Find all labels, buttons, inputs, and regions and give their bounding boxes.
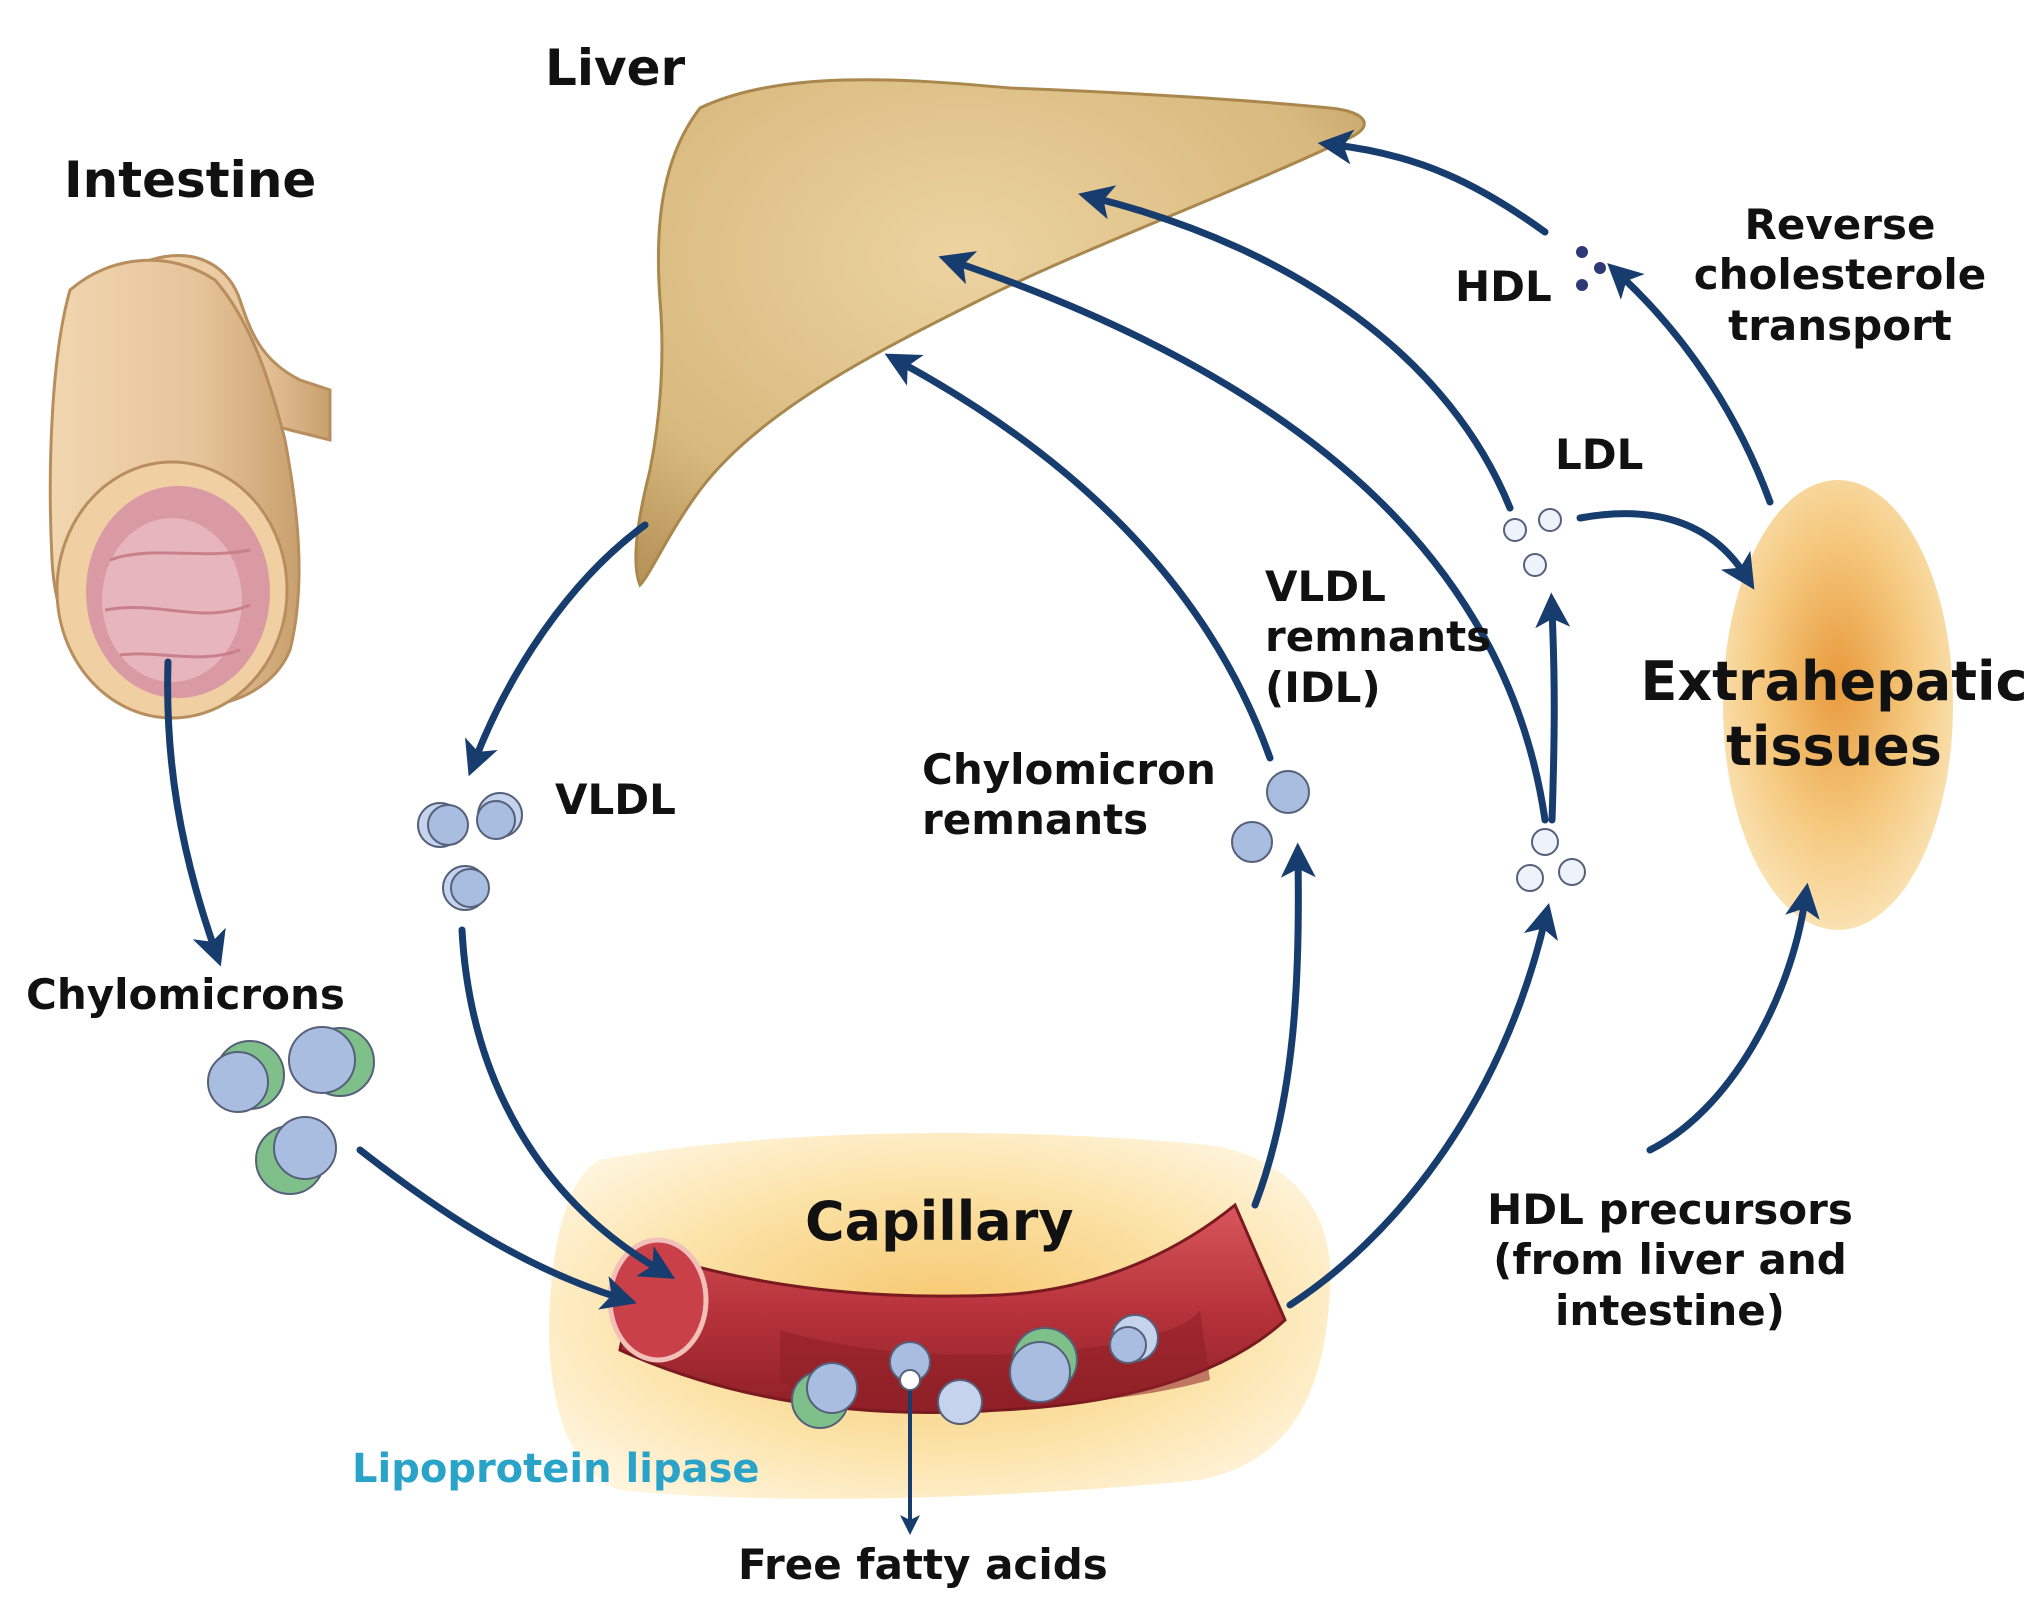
ldl-label: LDL bbox=[1555, 430, 1644, 479]
chylomicron-remnant-particles bbox=[1231, 770, 1310, 863]
arrow-capillary-to-idl bbox=[1286, 902, 1558, 1309]
pathway-arrows bbox=[164, 129, 1820, 1535]
arrow-liver-to-vldl bbox=[465, 521, 649, 777]
reverse-transport-label: Reverse cholesterole transport bbox=[1680, 200, 2000, 351]
extrahepatic-line-1: Extrahepatic bbox=[1640, 650, 2028, 713]
arrow-chylomicron-remnants-to-liver bbox=[884, 353, 1274, 762]
chylomicron-remnants-line-1: Chylomicron bbox=[922, 745, 1216, 794]
intestine-organ bbox=[48, 254, 332, 720]
liver-label: Liver bbox=[545, 39, 686, 97]
capillary-particles bbox=[791, 1314, 1159, 1429]
hdl-label: HDL bbox=[1455, 262, 1552, 311]
idl-particles bbox=[1516, 828, 1586, 892]
extrahepatic-tissue bbox=[1723, 480, 1953, 930]
hdl-precursors-line-3: intestine) bbox=[1555, 1285, 1785, 1335]
arrow-vldl-to-capillary bbox=[458, 926, 676, 1279]
free-fatty-acids-label: Free fatty acids bbox=[738, 1540, 1108, 1589]
vldl-particles bbox=[417, 792, 523, 911]
reverse-transport-line-1: Reverse bbox=[1744, 200, 1936, 249]
reverse-transport-line-2: cholesterole bbox=[1693, 250, 1987, 300]
chylomicrons-label: Chylomicrons bbox=[26, 970, 345, 1019]
arrow-idl-to-liver bbox=[938, 251, 1549, 824]
hdl-precursors-line-1: HDL precursors bbox=[1487, 1185, 1853, 1234]
vldl-remnants-label: VLDL remnants (IDL) bbox=[1265, 562, 1491, 713]
hdl-particles bbox=[1576, 246, 1606, 291]
extrahepatic-line-2: tissues bbox=[1726, 714, 1942, 778]
arrow-idl-to-ldl bbox=[1535, 592, 1571, 824]
arrow-ldl-to-liver bbox=[1078, 185, 1514, 512]
chylomicron-remnants-label: Chylomicron remnants bbox=[922, 745, 1216, 846]
chylomicron-remnants-line-2: remnants bbox=[922, 795, 1149, 845]
hdl-precursors-label: HDL precursors (from liver and intestine… bbox=[1470, 1185, 1870, 1336]
vldl-remnants-line-2: remnants bbox=[1265, 612, 1492, 662]
vldl-remnants-line-3: (IDL) bbox=[1265, 662, 1381, 712]
liver-organ bbox=[634, 78, 1366, 588]
intestine-label: Intestine bbox=[64, 151, 317, 209]
arrow-capillary-to-chylomicron-remnants bbox=[1251, 842, 1316, 1209]
reverse-transport-line-3: transport bbox=[1728, 300, 1952, 350]
chylomicron-particles bbox=[207, 1026, 375, 1195]
arrow-tissue-to-hdl bbox=[1607, 263, 1774, 506]
hdl-precursors-line-2: (from liver and bbox=[1493, 1235, 1847, 1285]
extrahepatic-tissues-label: Extrahepatic tissues bbox=[1640, 650, 2028, 780]
arrow-hdl-to-liver bbox=[1317, 129, 1549, 236]
arrow-chylomicrons-to-capillary bbox=[356, 1146, 637, 1310]
arrow-intestine-to-chylomicrons bbox=[164, 658, 226, 967]
arrow-hdl-precursors-to-tissue bbox=[1646, 882, 1820, 1154]
ldl-particles bbox=[1503, 508, 1562, 577]
arrow-ldl-to-tissue bbox=[1576, 510, 1755, 590]
vldl-remnants-line-1: VLDL bbox=[1265, 562, 1386, 611]
capillary-label: Capillary bbox=[805, 1190, 1074, 1253]
vldl-label: VLDL bbox=[555, 775, 676, 824]
lipoprotein-lipase-label: Lipoprotein lipase bbox=[352, 1446, 760, 1492]
